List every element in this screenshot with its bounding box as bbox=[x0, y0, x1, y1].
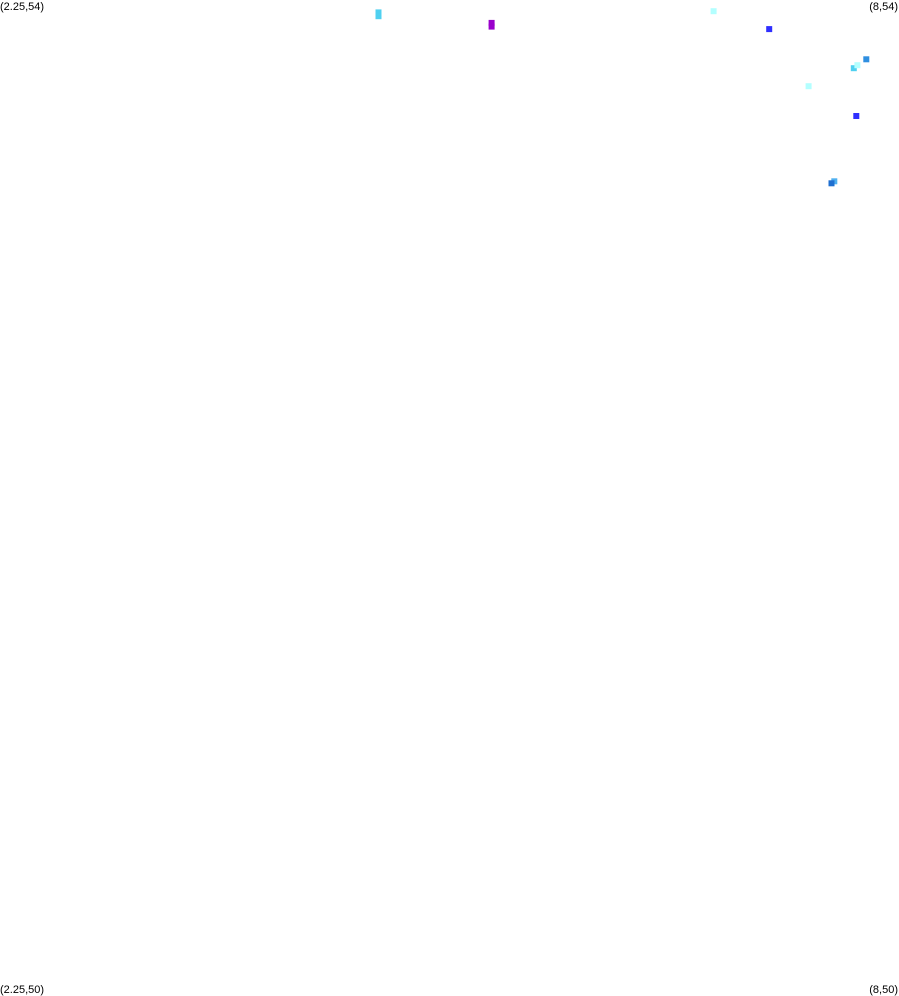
map-point-4 bbox=[710, 8, 717, 15]
corner-label-top-right: (8,54) bbox=[869, 1, 898, 13]
map-point-0 bbox=[375, 13, 382, 20]
corner-label-top-left: (2.25,54) bbox=[0, 1, 45, 13]
map-point-10 bbox=[853, 113, 860, 119]
map-point-12 bbox=[828, 180, 835, 187]
corner-label-bottom-right: (8,50) bbox=[869, 984, 898, 996]
map-point-8 bbox=[854, 62, 861, 69]
map-point-5 bbox=[766, 26, 773, 33]
map-point-3 bbox=[488, 19, 495, 26]
corner-label-bottom-left: (2.25,50) bbox=[0, 984, 45, 996]
map-point-6 bbox=[805, 83, 812, 90]
map-point-2 bbox=[488, 23, 495, 30]
map-point-7 bbox=[850, 65, 857, 72]
map-point-1 bbox=[375, 9, 382, 16]
map-point-9 bbox=[863, 56, 870, 63]
